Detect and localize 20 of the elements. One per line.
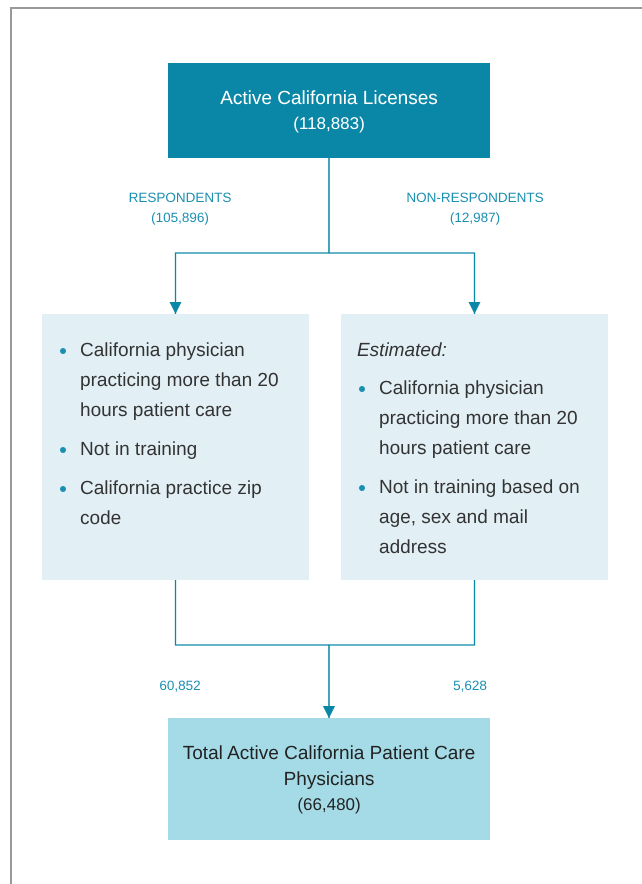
result-box xyxy=(168,718,490,840)
arrow xyxy=(328,158,480,314)
list-item-text: Not in training xyxy=(80,439,198,460)
list-item-text: California physician practicing more than 20 hours patient care xyxy=(80,340,279,421)
heading-text: Estimated: xyxy=(357,339,448,363)
edge-label: 5,628 xyxy=(452,677,488,695)
edge-label: NON-RESPONDENTS (12,987) xyxy=(405,189,545,227)
list-item-text: California practice zip code xyxy=(80,478,262,529)
criteria-box xyxy=(341,314,608,580)
count-text: (118,883) xyxy=(293,112,365,134)
criteria-box xyxy=(42,314,309,580)
count-text: (66,480) xyxy=(297,794,361,816)
box-title: Active California Licenses xyxy=(220,86,438,110)
edge-label: RESPONDENTS (105,896) xyxy=(128,189,232,227)
source-box xyxy=(168,63,490,158)
list-item-text: Not in training based on age, sex and mail address xyxy=(379,477,580,558)
edge-label: 60,852 xyxy=(158,677,202,695)
arrow xyxy=(323,580,476,718)
list-item-text: California physician practicing more than 20 hours patient care xyxy=(379,378,578,459)
box-title: Total Active California Patient Care Physicians xyxy=(182,742,476,792)
